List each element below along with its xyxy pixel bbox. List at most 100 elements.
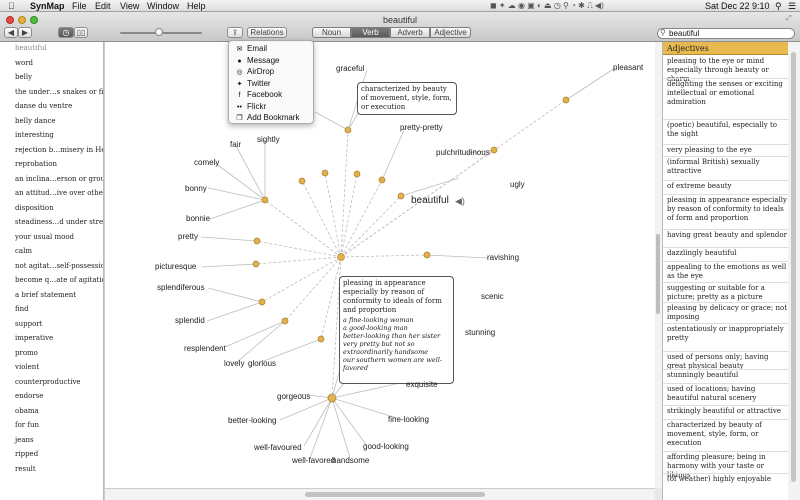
history-item[interactable]: beautiful bbox=[15, 44, 47, 52]
definition-item[interactable]: (of weather) highly enjoyable bbox=[667, 475, 772, 483]
history-item[interactable]: imperative bbox=[15, 334, 54, 342]
definitions-scrollbar[interactable] bbox=[788, 42, 800, 500]
history-item[interactable]: interesting bbox=[15, 131, 54, 139]
synonym-word[interactable]: ravishing bbox=[487, 253, 520, 262]
menu-edit[interactable]: Edit bbox=[95, 1, 111, 11]
synonym-word[interactable]: exquisite bbox=[406, 380, 438, 389]
graph-node[interactable] bbox=[423, 251, 431, 259]
definition-item[interactable]: very pleasing to the eye bbox=[667, 146, 752, 154]
history-view-button[interactable]: ◷ bbox=[58, 27, 74, 38]
graph-node[interactable] bbox=[252, 260, 260, 268]
history-item[interactable]: rejection b…misery in Hell bbox=[15, 145, 104, 154]
graph-node[interactable] bbox=[298, 177, 306, 185]
zoom-slider-knob[interactable] bbox=[155, 28, 163, 36]
tab-adjective[interactable]: Adjective bbox=[430, 27, 471, 38]
definition-item[interactable]: having great beauty and splendor bbox=[667, 231, 787, 239]
history-item[interactable]: reprobation bbox=[15, 160, 57, 168]
share-menu-item[interactable]: ✦Twitter bbox=[235, 79, 271, 88]
menu-window[interactable]: Window bbox=[147, 1, 180, 11]
definition-item[interactable]: pleasing to the eye or mind especially t… bbox=[667, 57, 769, 83]
synonym-word[interactable]: gorgeous bbox=[277, 392, 311, 401]
definition-item[interactable]: pleasing by delicacy or grace; not impos… bbox=[667, 304, 788, 321]
map-vertical-scrollbar[interactable] bbox=[655, 42, 662, 488]
share-menu-item[interactable]: ●Message bbox=[235, 56, 279, 65]
scroll-thumb[interactable] bbox=[656, 234, 660, 314]
graph-node[interactable] bbox=[397, 192, 405, 200]
definition-item[interactable]: pleasing in appearance especially by rea… bbox=[667, 196, 787, 222]
synonym-word[interactable]: scenic bbox=[481, 292, 504, 301]
history-item[interactable]: belly dance bbox=[15, 116, 56, 125]
share-button[interactable]: ⇪ bbox=[227, 27, 243, 38]
history-item[interactable]: disposition bbox=[15, 203, 54, 212]
share-menu-item[interactable]: ◎AirDrop bbox=[235, 67, 274, 76]
synonym-map[interactable]: beautiful ◀) characterized by beauty of … bbox=[105, 42, 655, 488]
definition-item[interactable]: ostentatiously or inappropriately pretty bbox=[667, 325, 784, 342]
synonym-word[interactable]: ugly bbox=[510, 180, 525, 189]
synonym-word[interactable]: fair bbox=[230, 140, 242, 149]
history-item[interactable]: become q…ate of agitation bbox=[15, 276, 104, 284]
synonym-word[interactable]: well-favored bbox=[292, 456, 336, 465]
share-menu-item[interactable]: ❐Add Bookmark bbox=[235, 113, 299, 122]
definition-item[interactable]: dazzlingly beautiful bbox=[667, 249, 737, 257]
synonym-word[interactable]: pulchritudinous bbox=[436, 148, 490, 157]
history-item[interactable]: your usual mood bbox=[15, 232, 75, 241]
zoom-window-button[interactable] bbox=[30, 16, 38, 24]
menu-file[interactable]: File bbox=[72, 1, 87, 11]
history-item[interactable]: ripped bbox=[15, 450, 39, 458]
history-item[interactable]: violent bbox=[15, 363, 40, 371]
menubar-clock[interactable]: Sat Dec 22 9:10 bbox=[705, 1, 770, 11]
spotlight-icon[interactable]: ⚲ bbox=[775, 1, 782, 11]
synonym-word[interactable]: pretty bbox=[178, 232, 199, 241]
history-item[interactable]: find bbox=[15, 305, 29, 313]
forward-button[interactable]: ▶ bbox=[18, 27, 32, 38]
tab-verb[interactable]: Verb bbox=[351, 27, 390, 38]
definition-item[interactable]: (informal British) sexually attractive bbox=[667, 158, 760, 175]
definition-item[interactable]: appealing to the emotions as well as the… bbox=[667, 263, 787, 280]
book-view-button[interactable]: ▯▯ bbox=[74, 27, 88, 38]
history-item[interactable]: calm bbox=[15, 247, 32, 255]
history-item[interactable]: belly bbox=[15, 73, 33, 81]
synonym-word[interactable]: well-favoured bbox=[254, 443, 302, 452]
definition-item[interactable]: characterized by beauty of movement, sty… bbox=[667, 421, 762, 447]
graph-node[interactable] bbox=[261, 196, 269, 204]
synonym-word[interactable]: picturesque bbox=[155, 262, 197, 271]
synonym-word[interactable]: fine-looking bbox=[388, 415, 429, 424]
graph-node[interactable] bbox=[321, 169, 329, 177]
definition-item[interactable]: suggesting or suitable for a picture; pr… bbox=[667, 284, 765, 301]
synonym-word[interactable]: pleasant bbox=[613, 63, 644, 72]
definition-item[interactable]: used of locations; having beautiful natu… bbox=[667, 385, 757, 402]
history-item[interactable]: support bbox=[15, 319, 43, 328]
history-item[interactable]: the under…s snakes or fish bbox=[15, 87, 104, 96]
history-item[interactable]: jeans bbox=[15, 435, 34, 444]
history-item[interactable]: an attitud…ive over others bbox=[15, 189, 104, 197]
menu-view[interactable]: View bbox=[120, 1, 140, 11]
tab-noun[interactable]: Noun bbox=[312, 27, 351, 38]
definition-item[interactable]: delighting the senses or exciting intell… bbox=[667, 80, 783, 106]
synonym-word[interactable]: graceful bbox=[336, 64, 365, 73]
graph-node[interactable] bbox=[317, 335, 325, 343]
graph-node[interactable] bbox=[378, 176, 386, 184]
scroll-thumb[interactable] bbox=[791, 52, 796, 482]
search-input[interactable]: beautiful bbox=[657, 28, 795, 39]
status-icons[interactable]: ◼ ✦ ☁ ◉ ▣ ◐ ⏏ ◷ ⚲ ◔ ✱ ⎍ ◀) bbox=[490, 1, 604, 10]
history-item[interactable]: obama bbox=[15, 406, 39, 415]
synonym-word[interactable]: good-looking bbox=[363, 442, 409, 451]
relations-button[interactable]: Relations bbox=[247, 27, 287, 38]
apple-icon[interactable]:  bbox=[8, 1, 15, 11]
synonym-word[interactable]: lovely bbox=[224, 359, 245, 368]
synonym-word[interactable]: bonnie bbox=[186, 214, 211, 223]
graph-node[interactable] bbox=[281, 317, 289, 325]
history-item[interactable]: for fun bbox=[15, 421, 39, 429]
synonym-word[interactable]: sightly bbox=[257, 135, 280, 144]
history-item[interactable]: promo bbox=[15, 348, 38, 357]
definition-item[interactable]: of extreme beauty bbox=[667, 182, 732, 190]
synonym-word[interactable]: comely bbox=[194, 158, 220, 167]
graph-node[interactable] bbox=[562, 96, 570, 104]
close-window-button[interactable] bbox=[6, 16, 14, 24]
tab-adverb[interactable]: Adverb bbox=[390, 27, 430, 38]
synonym-word[interactable]: better-looking bbox=[228, 416, 277, 425]
notification-icon[interactable]: ☰ bbox=[788, 1, 797, 11]
app-menu[interactable]: SynMap bbox=[30, 1, 65, 11]
synonym-word[interactable]: handsome bbox=[332, 456, 370, 465]
minimize-window-button[interactable] bbox=[18, 16, 26, 24]
